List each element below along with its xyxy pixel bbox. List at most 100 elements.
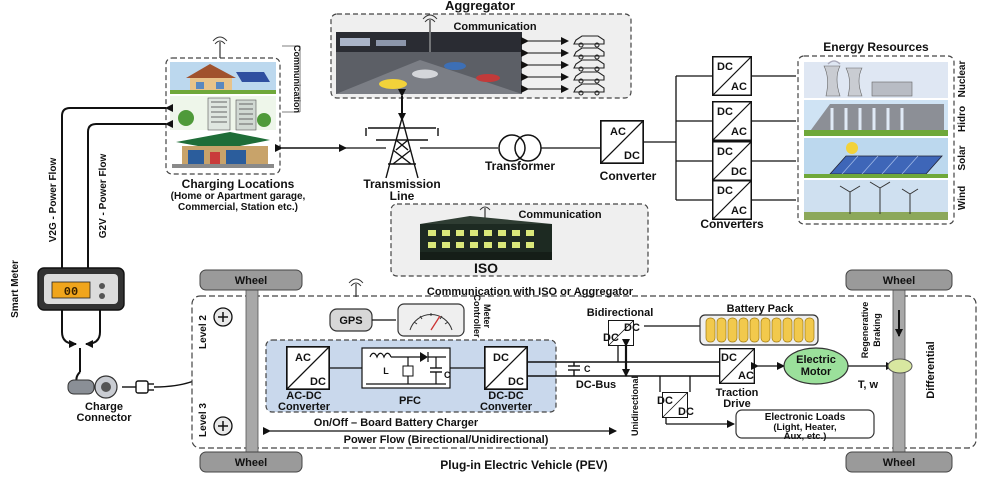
svg-text:Wheel: Wheel xyxy=(883,275,915,287)
dc-dc-label-2: Converter xyxy=(480,401,533,413)
grid-ac-dc-converter: AC DC xyxy=(600,120,644,164)
ac-dc-converter: AC DC xyxy=(286,346,330,390)
controller-meter-gauge xyxy=(397,303,465,337)
svg-text:DC: DC xyxy=(717,61,733,73)
svg-text:DC: DC xyxy=(657,395,673,407)
g2v-power-flow-label: G2V - Power Flow xyxy=(98,154,109,239)
gps-box: GPS xyxy=(329,308,373,332)
transformer-label: Transformer xyxy=(485,159,555,173)
level3-outlet-icon xyxy=(213,416,233,436)
iso-label: ISO xyxy=(474,260,498,276)
svg-text:Motor: Motor xyxy=(801,366,832,378)
charge-connector-label-1: Charge xyxy=(85,401,123,413)
electronic-loads-box: Electronic Loads (Light, Heater, Aux, et… xyxy=(735,409,875,442)
svg-text:AC: AC xyxy=(731,126,747,138)
svg-text:Wheel: Wheel xyxy=(883,457,915,469)
solar-label: Solar xyxy=(957,145,968,170)
regenerative-label: Regenerative xyxy=(860,302,870,359)
onboard-charger: AC DC L C xyxy=(265,339,557,413)
plug-icon xyxy=(122,380,154,394)
battery-pack-label: Battery Pack xyxy=(727,303,795,315)
charging-station-image xyxy=(170,132,276,170)
svg-text:Electronic Loads: Electronic Loads xyxy=(765,412,846,423)
svg-text:AC: AC xyxy=(295,352,311,364)
v2g-power-flow-label: V2G - Power Flow xyxy=(48,158,59,243)
onboard-charger-label: On/Off – Board Battery Charger xyxy=(314,417,479,429)
charging-antenna-icon xyxy=(212,36,228,58)
charging-locations-panel: Communication Charging Locations (Home o… xyxy=(165,36,306,213)
aggregator-panel: Aggregator Communication xyxy=(330,0,632,99)
controller-label: Controller xyxy=(472,294,482,337)
bidirectional-dc-dc: DC DC xyxy=(603,320,640,346)
dc-bus-label: DC-Bus xyxy=(576,379,616,391)
wind-label: Wind xyxy=(957,186,968,210)
converters-label: Converters xyxy=(700,217,764,231)
svg-text:Wheel: Wheel xyxy=(235,457,267,469)
electric-motor: Electric Motor xyxy=(783,347,849,385)
car-icons xyxy=(573,35,605,96)
controller-meter-label: Meter xyxy=(482,304,492,329)
charging-locations-title: Charging Locations xyxy=(182,177,295,191)
ac-dc-label-1: AC-DC xyxy=(286,390,321,402)
charging-communication-label: Communication xyxy=(292,45,302,113)
svg-text:DC: DC xyxy=(508,376,524,388)
car-icon xyxy=(573,71,605,84)
car-icon xyxy=(573,47,605,60)
unidirectional-dc-dc: DC DC xyxy=(657,392,694,418)
svg-text:Aux, etc.): Aux, etc.) xyxy=(784,431,827,442)
pfc-label: PFC xyxy=(399,395,421,407)
converter-ac-label: AC xyxy=(610,126,626,138)
aggregator-label: Aggregator xyxy=(445,0,515,13)
hidro-label: Hidro xyxy=(957,106,968,132)
pev-label: Plug-in Electric Vehicle (PEV) xyxy=(440,458,607,472)
unidirectional-label: Unidirectional xyxy=(630,376,640,436)
wheel-front-right: Wheel xyxy=(845,269,953,291)
resource-bus xyxy=(644,75,796,201)
parking-lot-image xyxy=(336,32,522,94)
converter-dc-label: DC xyxy=(624,150,640,162)
hidro-dc-ac-converter: DC AC xyxy=(712,101,752,141)
nuclear-dc-ac-converter: DC AC xyxy=(712,56,752,96)
traction-label-2: Drive xyxy=(723,398,751,410)
svg-text:(Light, Heater,: (Light, Heater, xyxy=(773,422,836,433)
wheel-front-left: Wheel xyxy=(199,269,303,291)
power-flow-lines xyxy=(61,104,173,372)
transformer-icon xyxy=(498,134,542,162)
comm-iso-aggregator-label: Communication with ISO or Aggregator xyxy=(427,286,634,298)
solar-panel-image xyxy=(804,138,948,178)
vehicle-panel: Plug-in Electric Vehicle (PEV) Communica… xyxy=(191,269,977,473)
wheel-rear-right: Wheel xyxy=(845,451,953,473)
svg-text:AC: AC xyxy=(731,81,747,93)
iso-building-image xyxy=(420,216,552,260)
iso-panel: Communication ISO xyxy=(390,203,649,277)
charge-connector-label-2: Connector xyxy=(77,412,133,424)
solar-dc-dc-converter: DC DC xyxy=(712,141,752,181)
torque-speed-label: T, w xyxy=(858,379,879,391)
aggregator-vehicle-links xyxy=(521,37,569,93)
iso-communication-label: Communication xyxy=(518,209,601,221)
charging-locations-subtitle-2: Commercial, Station etc.) xyxy=(178,202,298,213)
wind-dc-ac-converter: DC AC xyxy=(712,180,752,220)
svg-text:DC: DC xyxy=(731,166,747,178)
dc-dc-converter: DC DC xyxy=(484,346,528,390)
house-image xyxy=(170,62,276,94)
svg-text:DC: DC xyxy=(717,146,733,158)
svg-text:AC: AC xyxy=(738,370,754,382)
aggregator-antenna-icon xyxy=(422,14,438,32)
pfc-circuit: L C xyxy=(361,347,451,389)
nuclear-plant-image xyxy=(804,60,948,98)
ac-dc-label-2: Converter xyxy=(278,401,331,413)
traction-drive-converter: DC AC xyxy=(718,348,756,384)
transmission-line-label-1: Transmission xyxy=(363,177,440,191)
energy-resources-panel: Energy Resources xyxy=(797,40,968,225)
battery-pack xyxy=(699,314,819,346)
wind-turbine-image xyxy=(804,180,948,220)
car-icon xyxy=(573,83,605,96)
aggregator-communication-label: Communication xyxy=(453,21,536,33)
svg-text:DC: DC xyxy=(493,352,509,364)
svg-text:Wheel: Wheel xyxy=(235,275,267,287)
converter-label: Converter xyxy=(600,169,657,183)
svg-text:DC: DC xyxy=(717,185,733,197)
